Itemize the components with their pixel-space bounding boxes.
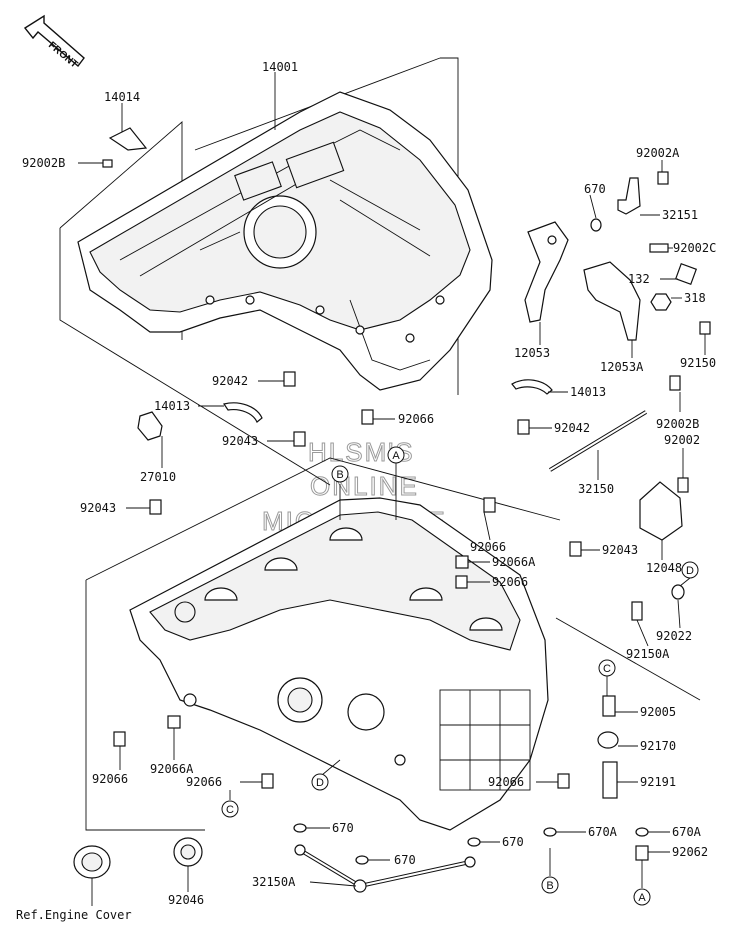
svg-text:A: A	[638, 892, 646, 904]
part-label-12053A: 12053A	[600, 360, 644, 374]
part-label-32150: 32150	[578, 482, 614, 496]
part-label-32151: 32151	[662, 208, 698, 222]
callout-B-bottom: B	[541, 876, 559, 894]
part-label-670-top: 670	[584, 182, 606, 196]
part-label-92066A-right: 92066A	[492, 555, 536, 569]
part-label-92042-right: 92042	[554, 421, 590, 435]
callout-D-right: D	[681, 561, 699, 579]
part-label-92005: 92005	[640, 705, 676, 719]
callout-C-low: C	[221, 800, 239, 818]
part-label-92042-left: 92042	[212, 374, 248, 388]
part-label-92002C: 92002C	[673, 241, 716, 255]
part-label-92066-bottom-right: 92066	[488, 775, 524, 789]
part-label-92170: 92170	[640, 739, 676, 753]
part-label-670A-2: 670A	[672, 825, 702, 839]
leader-lines	[78, 72, 706, 906]
part-label-14001: 14001	[262, 60, 298, 74]
part-label-92150A: 92150A	[626, 647, 670, 661]
svg-text:D: D	[686, 565, 694, 577]
part-label-670-bottom-2: 670	[394, 853, 416, 867]
part-label-92043-right: 92043	[602, 543, 638, 557]
svg-text:C: C	[603, 663, 611, 675]
part-label-318: 318	[684, 291, 706, 305]
watermark-line-2: ONLINE	[310, 471, 419, 501]
part-label-92066-top: 92066	[398, 412, 434, 426]
part-label-92002: 92002	[664, 433, 700, 447]
callout-A-bottom: A	[633, 888, 651, 906]
part-label-14013-left: 14013	[154, 399, 190, 413]
callouts: B A D C D C B A	[221, 446, 699, 906]
part-label-92066-right-1: 92066	[470, 540, 506, 554]
upper-crankcase	[59, 57, 493, 486]
svg-text:D: D	[316, 777, 324, 789]
part-label-92002B-right: 92002B	[656, 417, 699, 431]
part-label-132: 132	[628, 272, 650, 286]
part-label-14014: 14014	[104, 90, 140, 104]
part-label-92066-bottom-center: 92066	[186, 775, 222, 789]
part-labels: 14001 14014 92002B 92002A 670 32151 9200…	[16, 60, 716, 922]
svg-text:B: B	[546, 880, 553, 892]
part-label-12053: 12053	[514, 346, 550, 360]
part-label-92043-left: 92043	[80, 501, 116, 515]
part-label-670-bottom-3: 670	[502, 835, 524, 849]
svg-text:B: B	[336, 469, 343, 481]
part-label-92046: 92046	[168, 893, 204, 907]
part-label-92066A-bottom-left: 92066A	[150, 762, 194, 776]
part-label-32150A: 32150A	[252, 875, 296, 889]
part-label-670A-1: 670A	[588, 825, 618, 839]
reference-note: Ref.Engine Cover	[16, 908, 132, 922]
part-label-92002B-top: 92002B	[22, 156, 65, 170]
part-label-92002A: 92002A	[636, 146, 680, 160]
part-label-92022: 92022	[656, 629, 692, 643]
part-label-92066-bottom-left: 92066	[92, 772, 128, 786]
part-label-92062: 92062	[672, 845, 708, 859]
part-label-14013-right: 14013	[570, 385, 606, 399]
callout-B-top: B	[331, 465, 349, 483]
part-label-92066-right-2: 92066	[492, 575, 528, 589]
callout-C-right: C	[598, 659, 616, 677]
part-label-92191: 92191	[640, 775, 676, 789]
part-label-92150: 92150	[680, 356, 716, 370]
svg-text:C: C	[226, 804, 234, 816]
front-arrow-icon: FRONT	[23, 14, 85, 70]
part-label-670-bottom-1: 670	[332, 821, 354, 835]
part-label-27010: 27010	[140, 470, 176, 484]
small-parts	[73, 127, 711, 893]
part-label-92043-mid: 92043	[222, 434, 258, 448]
lower-crankcase	[85, 457, 701, 831]
callout-D-low: D	[311, 773, 329, 791]
callout-A-top: A	[387, 446, 405, 464]
part-label-12048: 12048	[646, 561, 682, 575]
svg-text:A: A	[392, 450, 400, 462]
